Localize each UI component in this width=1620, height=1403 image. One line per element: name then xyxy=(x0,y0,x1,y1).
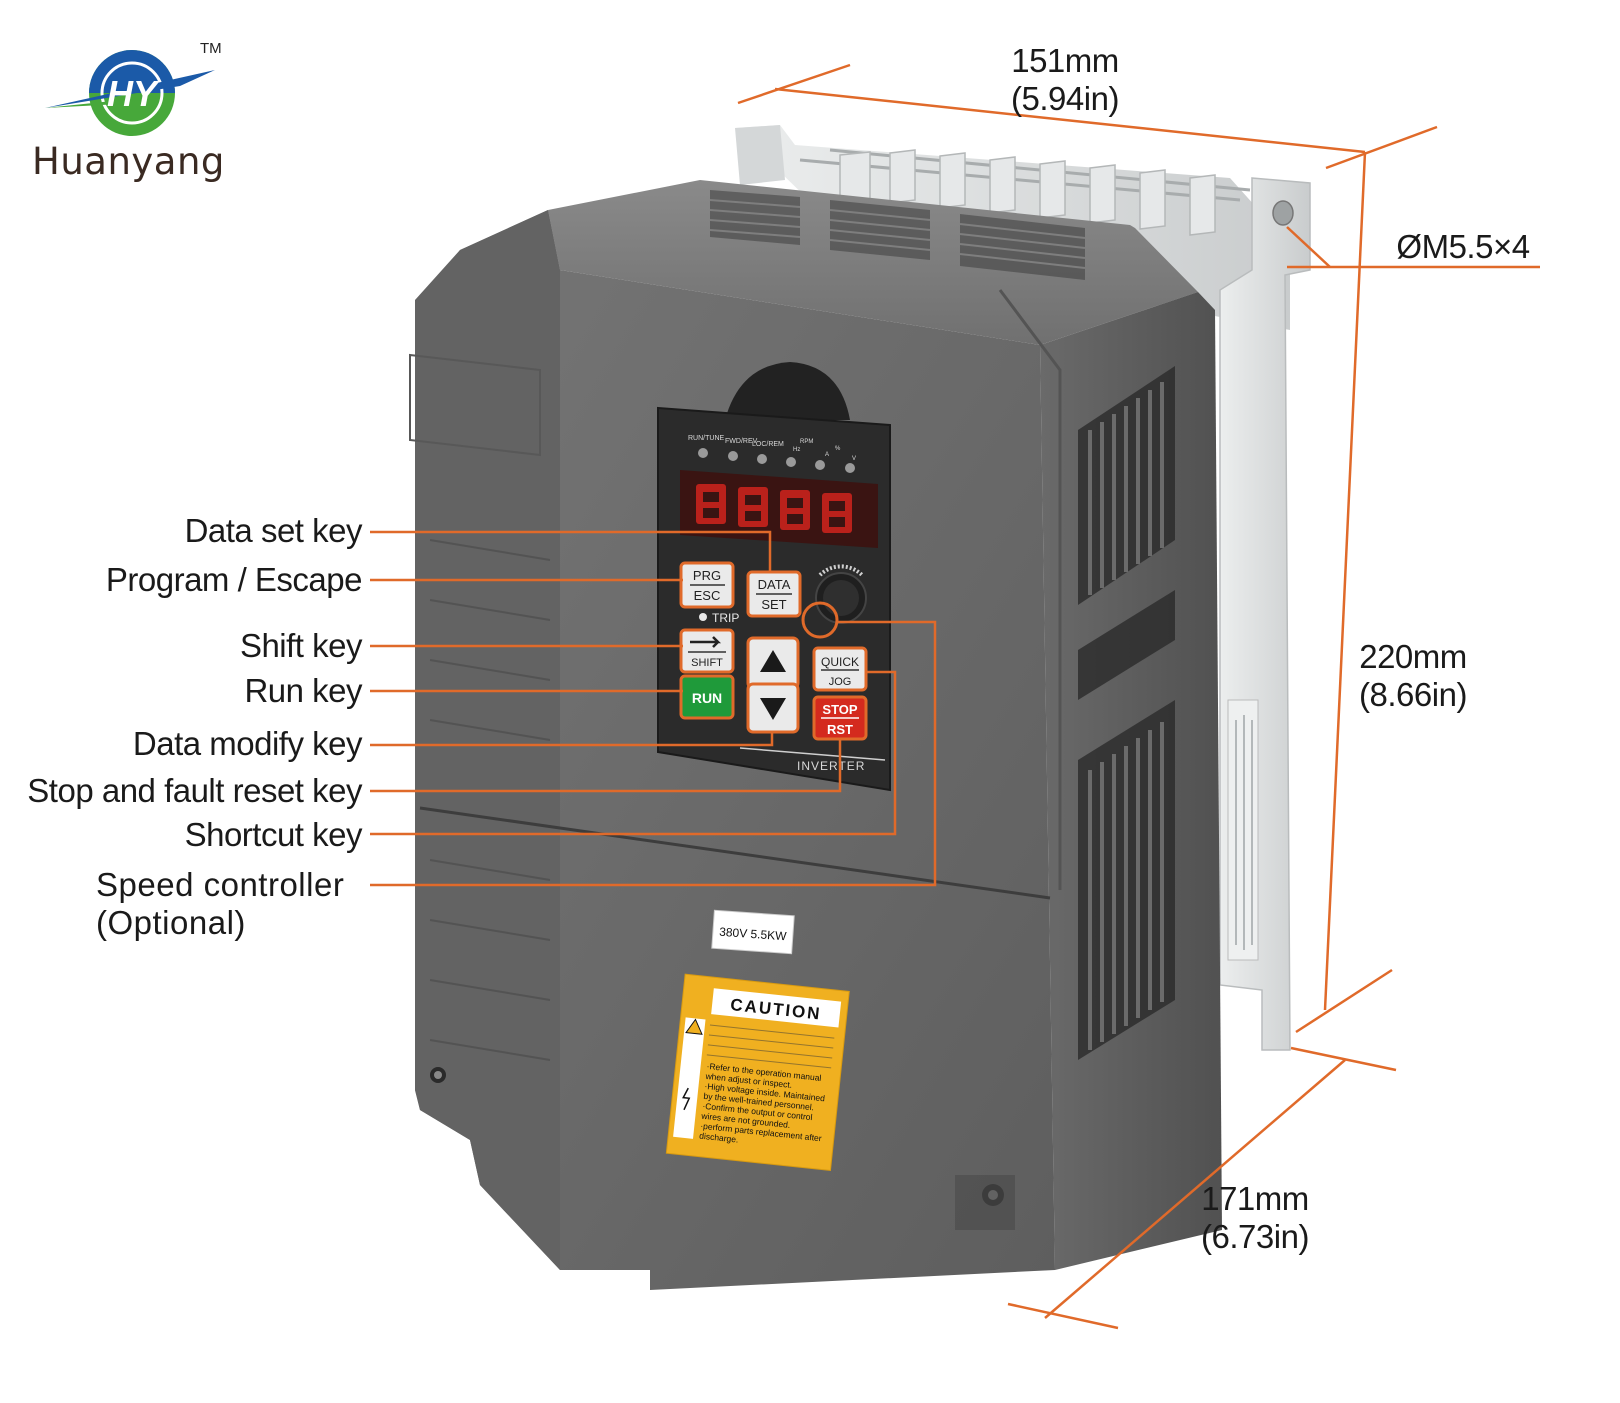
set-label: SET xyxy=(761,597,786,612)
indicator-label-pct: % xyxy=(835,446,841,452)
indicator-label-v: V xyxy=(852,456,856,462)
callout-data-set-key: Data set key xyxy=(184,512,363,549)
jog-label: JOG xyxy=(829,676,852,688)
height-dimension: 220mm (8.66in) xyxy=(1343,638,1483,714)
callout-program-escape: Program / Escape xyxy=(105,561,363,598)
callout-shift-key: Shift key xyxy=(239,627,363,664)
dimension-lines xyxy=(737,63,1540,1330)
callout-shortcut-key: Shortcut key xyxy=(184,816,363,853)
fan-arch xyxy=(725,362,850,420)
run-label: RUN xyxy=(692,690,722,706)
callout-speed-controller: Speed controller xyxy=(96,866,345,903)
indicator-label-a: A xyxy=(825,452,829,458)
prg-label: PRG xyxy=(693,568,721,583)
width-dimension: 151mm (5.94in) xyxy=(1000,42,1130,118)
logo-monogram: HY xyxy=(107,73,160,114)
indicator-leds xyxy=(698,448,855,473)
up-key[interactable] xyxy=(746,636,800,690)
heatsink-plate: GT SERIES xyxy=(1205,177,1311,1051)
down-key[interactable] xyxy=(746,682,800,734)
width-in: (5.94in) xyxy=(1011,80,1119,117)
mounting-hole-spec: ØM5.5×4 xyxy=(1396,228,1530,265)
callout-speed-optional: (Optional) xyxy=(96,904,246,941)
data-label: DATA xyxy=(758,577,791,592)
run-key[interactable]: RUN xyxy=(679,674,735,720)
height-in: (8.66in) xyxy=(1359,676,1467,713)
brand-name: Huanyang xyxy=(32,140,225,183)
left-bezel xyxy=(415,210,560,1270)
rst-label: RST xyxy=(827,722,853,737)
esc-label: ESC xyxy=(694,588,721,603)
indicator-label-fwd: FWD/REV xyxy=(725,438,758,445)
stop-rst-key[interactable]: STOP RST xyxy=(812,695,868,741)
mounting-hole xyxy=(1272,200,1294,226)
down-arrow-icon xyxy=(760,698,786,720)
leader-lines xyxy=(370,530,937,887)
inverter-label: INVERTER xyxy=(797,759,865,773)
rating-tag: 380V 5.5KW xyxy=(711,909,795,955)
trip-led xyxy=(699,613,707,621)
height-mm: 220mm xyxy=(1359,638,1467,675)
indicator-label-loc: LOC/REM xyxy=(752,441,784,448)
depth-dimension: 171mm (6.73in) xyxy=(1185,1180,1325,1256)
indicator-label-hz: Hz xyxy=(793,447,800,453)
callout-stop-reset-key: Stop and fault reset key xyxy=(27,772,362,809)
shift-key[interactable]: SHIFT xyxy=(679,628,735,674)
callout-run-key: Run key xyxy=(244,672,362,709)
trip-label: TRIP xyxy=(712,611,739,625)
prg-esc-key[interactable]: PRG ESC xyxy=(679,561,735,609)
shift-label: SHIFT xyxy=(691,657,723,669)
depth-in: (6.73in) xyxy=(1201,1218,1309,1255)
depth-mm: 171mm xyxy=(1201,1180,1309,1217)
width-mm: 151mm xyxy=(1011,42,1119,79)
svg-text:380V 5.5KW: 380V 5.5KW xyxy=(719,925,788,944)
quick-label: QUICK xyxy=(821,655,859,669)
quick-jog-key[interactable]: QUICK JOG xyxy=(812,646,868,692)
indicator-label-rpm: RPM xyxy=(800,439,813,445)
indicator-label-run: RUN/TUNE xyxy=(688,435,724,442)
callout-data-modify-key: Data modify key xyxy=(132,725,363,762)
caution-label: CAUTION ·Refer to the operation manualwh… xyxy=(665,973,850,1171)
caution-line: discharge. xyxy=(699,1131,739,1145)
huanyang-logo: HY xyxy=(45,50,215,136)
up-arrow-icon xyxy=(760,650,786,672)
trademark-mark: TM xyxy=(200,40,222,57)
cover-seam xyxy=(419,806,1051,900)
data-set-key[interactable]: DATA SET xyxy=(746,570,802,618)
stop-label: STOP xyxy=(822,702,857,717)
